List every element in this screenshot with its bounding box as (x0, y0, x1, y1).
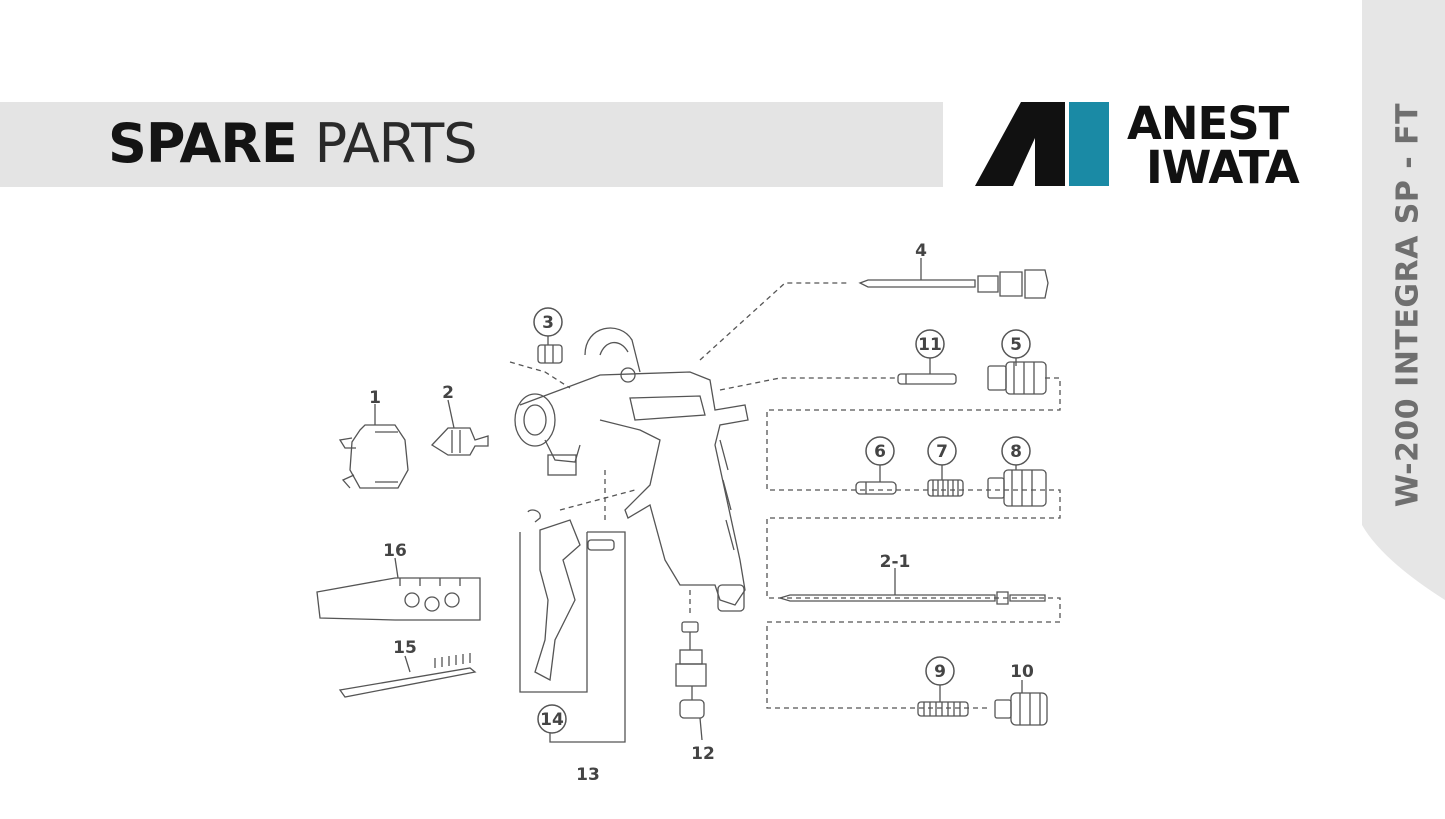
part-6-valve-shaft (855, 481, 897, 495)
title-band (0, 102, 943, 187)
part-4-needle (858, 269, 1049, 299)
label-leaders (374, 258, 1023, 741)
callout-12: 12 (691, 744, 715, 764)
part-16-wrench (316, 577, 481, 621)
part-7-spring (927, 479, 964, 497)
title-bold: SPARE (108, 112, 298, 175)
anest-iwata-logo-icon (975, 102, 1109, 186)
callout-3: 3 (542, 313, 554, 333)
logo-accent-bar (1069, 102, 1109, 186)
callout-5: 5 (1010, 335, 1022, 355)
callout-2-1: 2-1 (880, 552, 911, 572)
callout-6: 6 (874, 442, 886, 462)
callout-16: 16 (383, 541, 407, 561)
callout-2: 2 (442, 383, 454, 403)
side-tab (1362, 0, 1445, 600)
callout-7: 7 (936, 442, 948, 462)
title-light: PARTS (314, 112, 478, 175)
callout-9: 9 (934, 662, 946, 682)
callout-15: 15 (393, 638, 417, 658)
leader-lines (509, 282, 1061, 709)
page-title: SPARE PARTS (108, 108, 477, 180)
brand-line1: ANEST (1127, 97, 1289, 150)
callout-14: 14 (540, 710, 564, 730)
part-9-spring (917, 701, 969, 717)
callout-11: 11 (918, 335, 942, 355)
part-5-valve (987, 361, 1047, 395)
part-1-air-cap (338, 424, 409, 489)
circled-callouts (533, 307, 1031, 734)
callout-10: 10 (1010, 662, 1034, 682)
callout-1: 1 (369, 388, 381, 408)
part-8-valve-seat (987, 469, 1047, 507)
part-12-air-valve (675, 621, 707, 719)
part-10-adjusting-knob (994, 692, 1048, 726)
part-2-1-fluid-needle (777, 591, 1046, 605)
spray-gun-body (514, 327, 749, 612)
part-11-pin (897, 373, 957, 385)
callout-8: 8 (1010, 442, 1022, 462)
part-13-trigger-assembly (519, 509, 626, 743)
brand-line2: IWATA (1146, 141, 1300, 194)
callout-4: 4 (915, 241, 927, 261)
part-15-brush (338, 653, 477, 698)
part-2-nozzle (430, 427, 489, 456)
logo-dark-stroke (975, 102, 1065, 186)
callout-13: 13 (576, 765, 600, 785)
part-3-fitting (537, 344, 563, 364)
